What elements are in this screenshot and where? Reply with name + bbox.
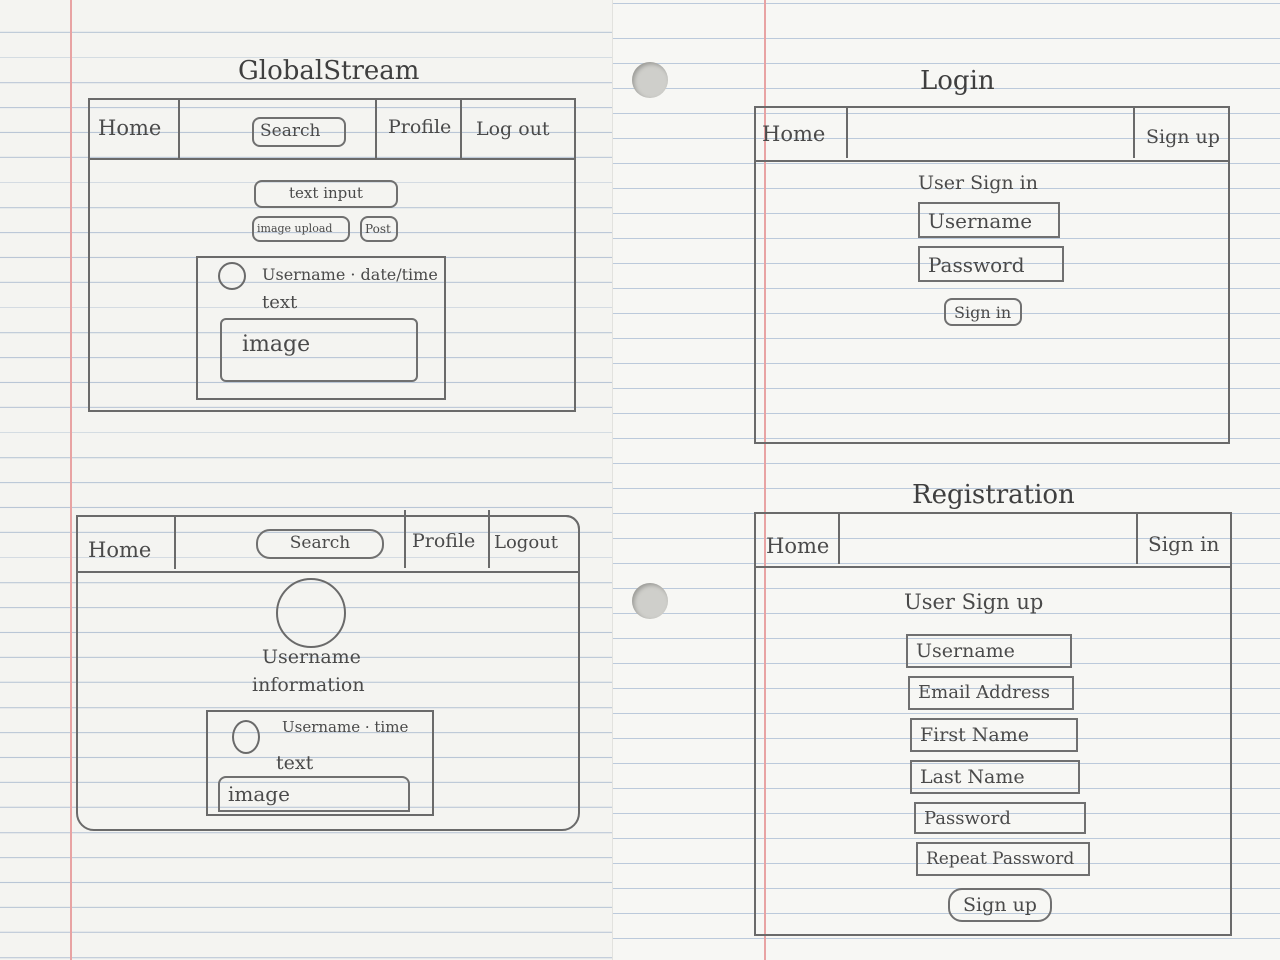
- margin-line-right: [764, 0, 766, 960]
- login-navbar: [754, 106, 1230, 162]
- nav-home-link[interactable]: Home: [766, 534, 830, 558]
- nav-profile-link[interactable]: Profile: [388, 116, 452, 138]
- username-field[interactable]: Username: [918, 202, 1060, 238]
- profile-navbar: [76, 515, 580, 573]
- post-card: [196, 256, 446, 400]
- repeat-password-field[interactable]: Repeat Password: [916, 842, 1090, 876]
- margin-line-left: [70, 0, 72, 960]
- nav-home-link[interactable]: Home: [762, 122, 826, 146]
- post-text: text: [262, 292, 298, 313]
- image-upload-button[interactable]: image upload: [252, 216, 350, 242]
- binder-hole-bottom: [632, 583, 668, 619]
- nav-divider: [838, 512, 840, 564]
- email-field[interactable]: Email Address: [908, 676, 1074, 710]
- nav-divider: [404, 510, 406, 568]
- last-name-field[interactable]: Last Name: [910, 760, 1080, 794]
- nav-divider: [375, 98, 377, 158]
- password-field[interactable]: Password: [918, 246, 1064, 282]
- registration-title: Registration: [912, 480, 1075, 510]
- post-image: image: [220, 318, 418, 382]
- profile-post-card: [206, 710, 434, 816]
- nav-logout-link[interactable]: Log out: [476, 118, 550, 140]
- profile-avatar: [276, 578, 346, 648]
- signup-button[interactable]: Sign up: [948, 888, 1052, 922]
- nav-divider: [460, 98, 462, 158]
- nav-divider: [1136, 512, 1138, 564]
- login-title: Login: [920, 66, 995, 96]
- signin-button[interactable]: Sign in: [944, 298, 1022, 326]
- nav-divider: [488, 510, 490, 568]
- username-field[interactable]: Username: [906, 634, 1072, 668]
- nav-home-link[interactable]: Home: [98, 116, 162, 140]
- profile-information: information: [252, 674, 365, 696]
- avatar: [218, 262, 246, 290]
- post-meta: Username · date/time: [262, 265, 438, 284]
- registration-heading: User Sign up: [904, 590, 1044, 614]
- binder-hole-top: [632, 62, 668, 98]
- nav-divider: [846, 106, 848, 158]
- nav-signup-link[interactable]: Sign up: [1146, 126, 1220, 148]
- search-button[interactable]: Search: [256, 529, 384, 559]
- profile-username: Username: [262, 646, 361, 668]
- post-meta: Username · time: [282, 718, 409, 736]
- avatar: [232, 720, 260, 754]
- search-button[interactable]: Search: [252, 117, 346, 147]
- global-stream-navbar: [88, 98, 576, 160]
- nav-profile-link[interactable]: Profile: [412, 530, 476, 552]
- text-input[interactable]: text input: [254, 180, 398, 208]
- registration-navbar: [754, 512, 1232, 568]
- global-stream-title: GlobalStream: [238, 56, 420, 86]
- post-button[interactable]: Post: [360, 216, 398, 242]
- nav-divider: [174, 517, 176, 569]
- nav-home-link[interactable]: Home: [88, 538, 152, 562]
- login-heading: User Sign in: [918, 172, 1038, 194]
- nav-divider: [1133, 106, 1135, 158]
- post-image: image: [218, 776, 410, 812]
- post-text: text: [276, 752, 314, 774]
- nav-signin-link[interactable]: Sign in: [1148, 532, 1220, 556]
- nav-divider: [178, 98, 180, 158]
- password-field[interactable]: Password: [914, 802, 1086, 834]
- nav-logout-link[interactable]: Logout: [494, 532, 558, 553]
- first-name-field[interactable]: First Name: [910, 718, 1078, 752]
